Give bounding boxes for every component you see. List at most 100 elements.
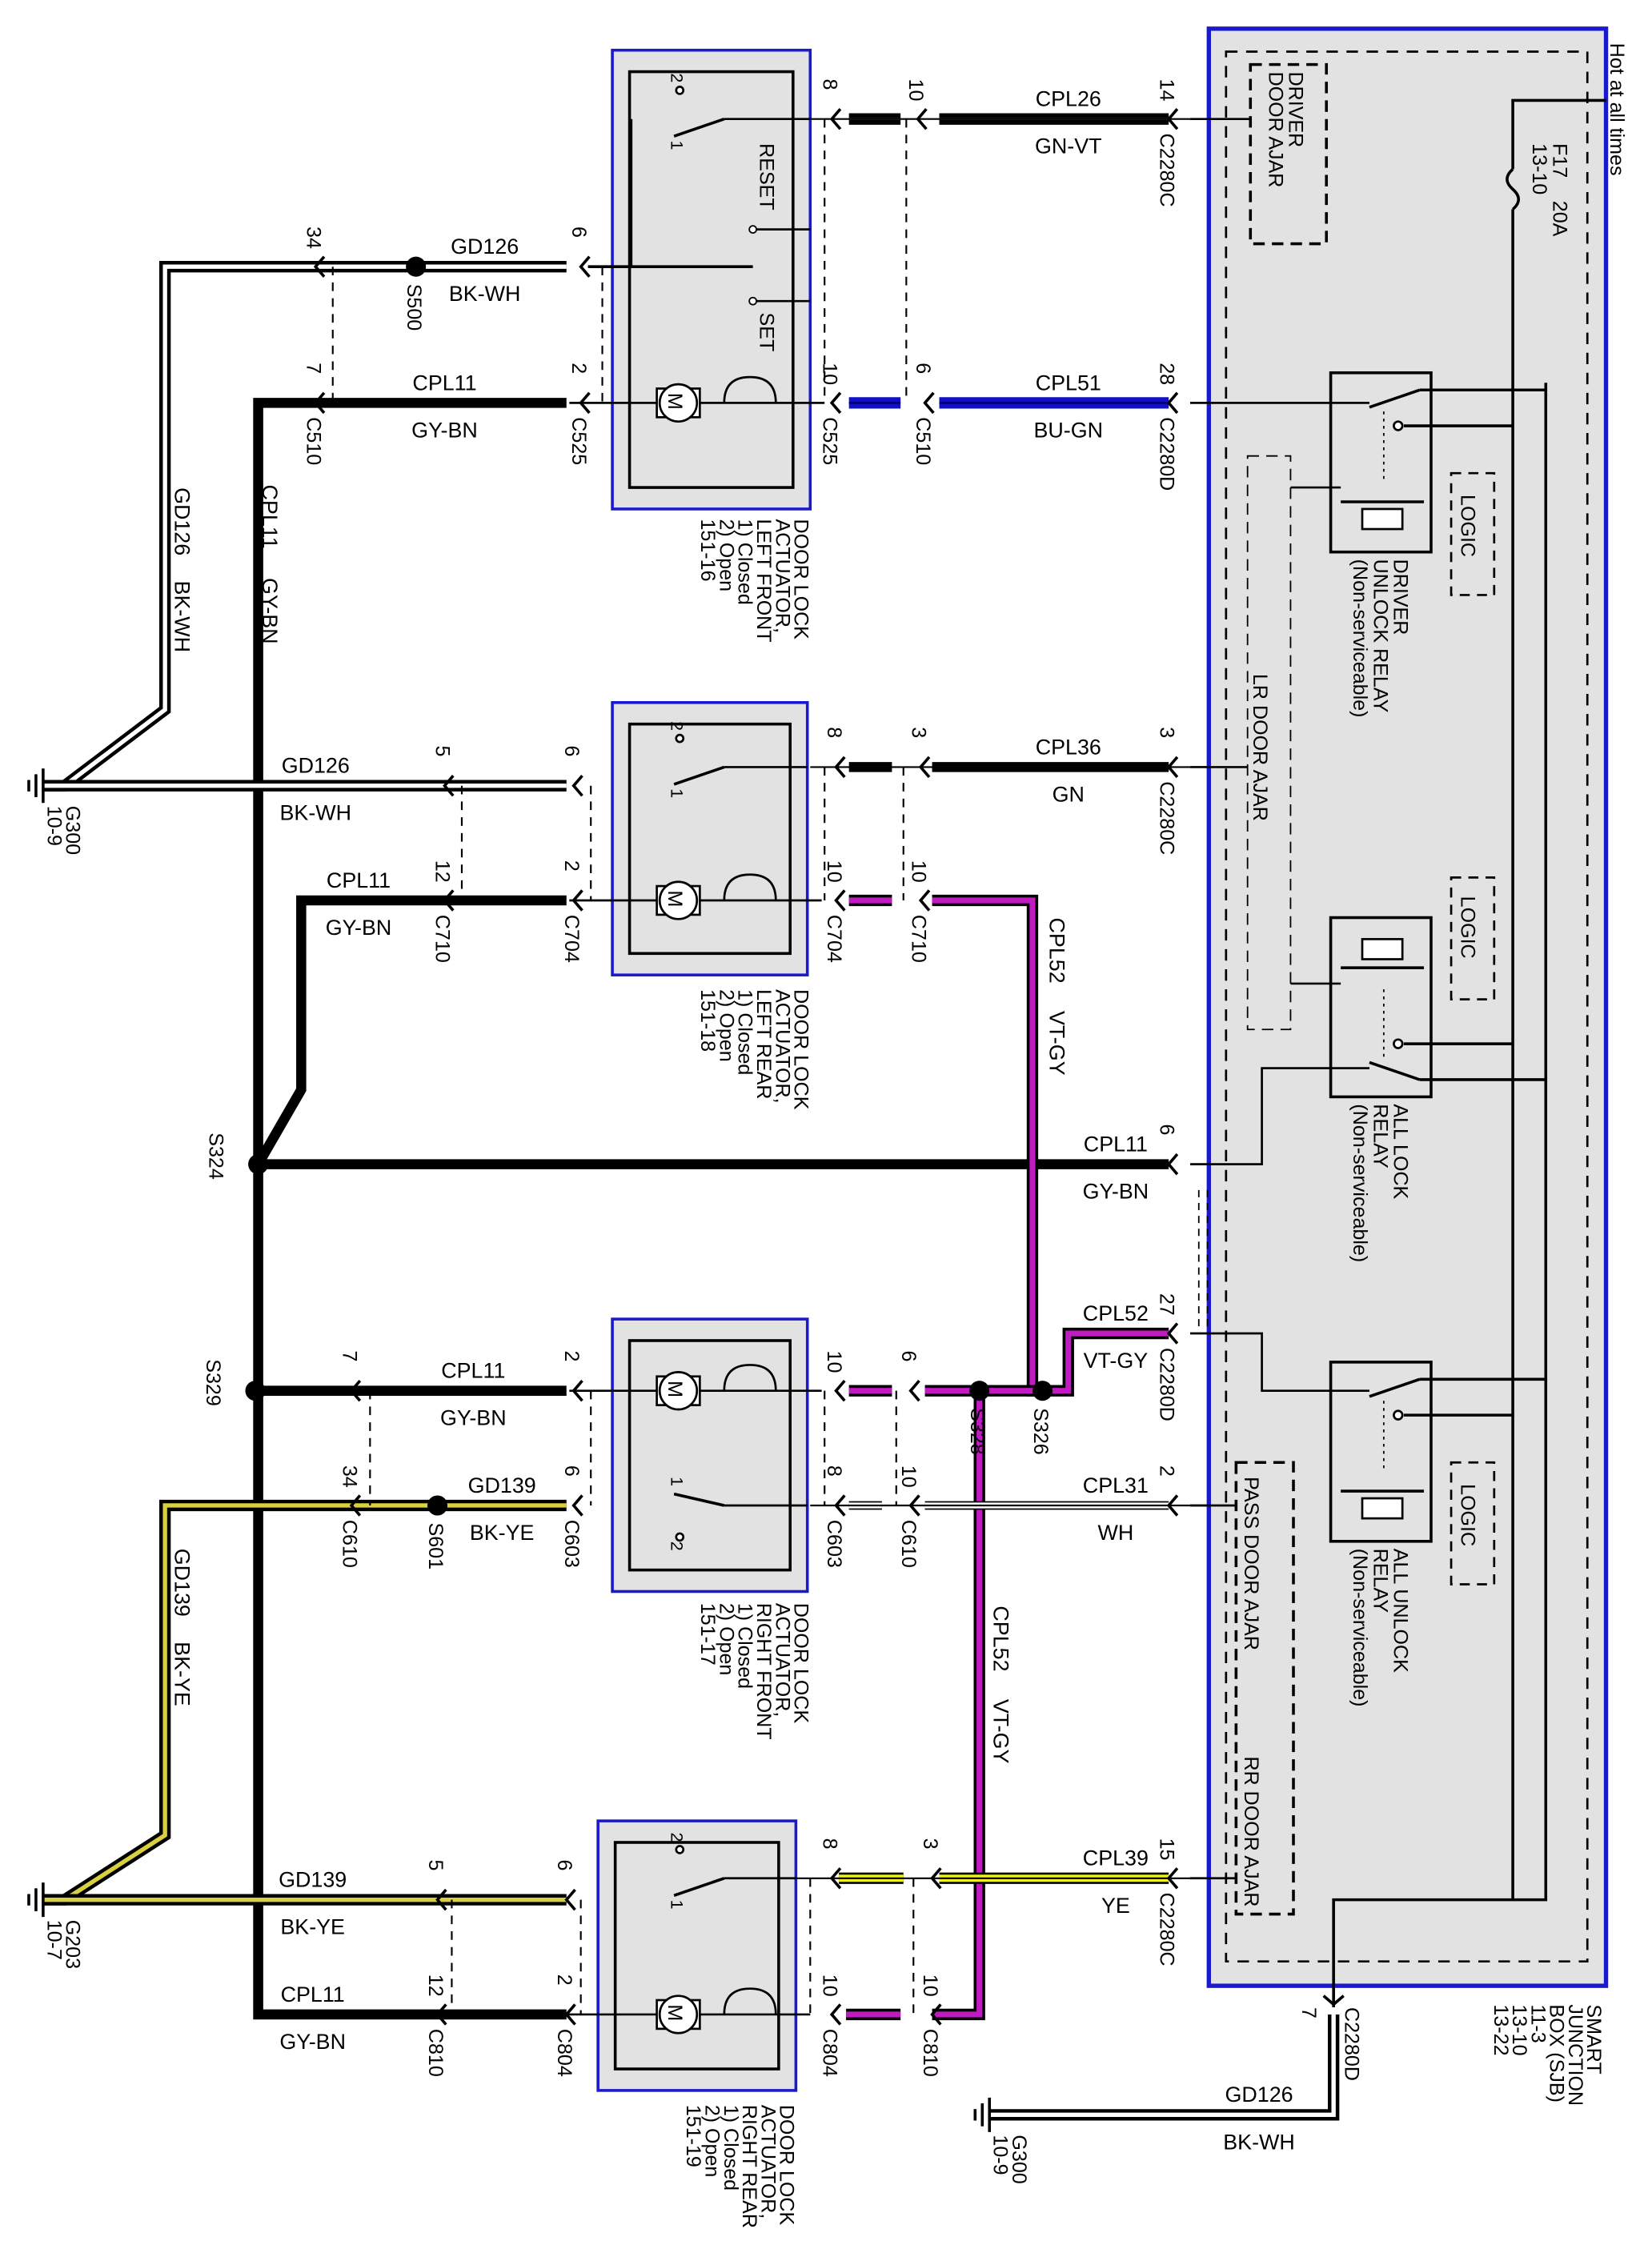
connector-pin-icon (579, 255, 591, 278)
sjb-label: BOX (SJB) (1546, 2004, 1568, 2103)
switch-pin-label: 1 (668, 141, 687, 150)
connector-id: C804 (553, 2029, 575, 2077)
sjb-internal-line (1190, 1332, 1369, 1393)
wire-circuit-label: CPL52 (1083, 1301, 1149, 1325)
wire-circuit-label: CPL11 (281, 1982, 345, 2006)
relay-common-rail (1332, 383, 1548, 2007)
pin-number: 2 (1155, 1465, 1177, 1477)
pin-number: 3 (907, 727, 929, 738)
actuator-inner-frame (613, 1841, 780, 2071)
splice-point (1032, 1381, 1053, 1401)
actuator-label: 151-18 (696, 989, 719, 1052)
switch-pin-label: 2 (668, 1541, 687, 1551)
actuator-switch-icon (673, 1877, 725, 1897)
wire-circuit-label: CPL31 (1083, 1473, 1149, 1497)
splice-point (427, 1495, 448, 1516)
connector-id: C810 (424, 2029, 447, 2077)
actuator-label: LEFT FRONT (752, 519, 775, 642)
connector-pin-icon (834, 1494, 846, 1517)
connector-pin-icon (918, 889, 931, 912)
connector-id: C2280C (1155, 781, 1177, 855)
pass-rr-door-ajar-box (1234, 1461, 1295, 1916)
relay-label: RELAY (1369, 1104, 1391, 1169)
actuator-label: 1) Closed (734, 1603, 756, 1689)
wire-color-label: BK-YE (470, 1521, 535, 1545)
connector-pin-icon (834, 889, 846, 912)
splice-label: S500 (403, 284, 425, 331)
switch-contact-icon (675, 1532, 685, 1542)
switch-pin-label: 1 (668, 1900, 687, 1910)
wire-circuit-label: CPL52 (1045, 918, 1069, 984)
actuator-label: 2) Open (701, 2105, 724, 2178)
splice-point (248, 1154, 269, 1175)
actuator-label: 2) Open (715, 1603, 737, 1676)
connector-id: C2280D (1155, 1348, 1177, 1421)
logic-label: LOGIC (1457, 896, 1479, 959)
connector-pin-icon (1166, 1153, 1179, 1176)
wire-color-label: VT-GY (1045, 1011, 1069, 1076)
actuator-label: LEFT REAR (752, 989, 775, 1099)
wire-stripe (932, 1390, 983, 2018)
wire-color-label: GY-BN (440, 1406, 507, 1430)
connector-id: C610 (897, 1520, 920, 1568)
wire-circuit-label: GD126 (451, 235, 519, 259)
wire-circuit-label: CPL36 (1036, 735, 1101, 759)
pin-number: 27 (1155, 1293, 1177, 1316)
smart-junction-box (1206, 26, 1609, 1988)
connector-pin-icon (564, 2003, 576, 2026)
connector-id: C2280D (1340, 2007, 1362, 2081)
logic-label: LOGIC (1457, 1484, 1479, 1546)
connector-pin-icon (834, 756, 846, 779)
connector-id: C510 (912, 417, 934, 465)
connector-pin-icon (443, 889, 455, 912)
wire-circuit-label: GD126 (282, 754, 350, 778)
wire (932, 894, 1043, 1397)
wire-circuit-label: GD139 (170, 1549, 194, 1617)
pin-number: 10 (919, 1974, 941, 1997)
sjb-label: JUNCTION (1564, 2004, 1586, 2106)
pin-number: 2 (567, 363, 590, 374)
wire-color-label: BU-GN (1033, 418, 1103, 442)
relay-label: DRIVER (1389, 559, 1411, 635)
wire-color-label: GY-BN (258, 578, 282, 644)
wire-circuit-label: CPL52 (989, 1606, 1013, 1671)
wire-color-label: GY-BN (279, 2030, 346, 2054)
pass-door-ajar-label: PASS DOOR AJAR (1240, 1477, 1262, 1650)
connector-pin-icon (930, 2003, 942, 2026)
actuator-label: ACTUATOR, (771, 1603, 793, 1718)
switch-pin-label: 1 (668, 1477, 687, 1486)
switch-pin-label: 2 (668, 721, 687, 731)
wire (42, 1499, 567, 1906)
actuator-switch-icon (673, 1492, 725, 1507)
power-feed (1511, 98, 1606, 170)
wire-circuit-label: GD139 (468, 1473, 536, 1497)
ground-ref: 10-9 (42, 806, 65, 846)
connector-id: C610 (338, 1520, 360, 1568)
pin-number: 7 (338, 1351, 360, 1362)
connector-pin-icon (435, 2003, 447, 2026)
wire-circuit-label: CPL11 (327, 868, 391, 892)
pin-number: 6 (897, 1351, 920, 1362)
wire-circuit-label: CPL11 (258, 485, 282, 549)
connector-id: C710 (907, 915, 929, 963)
motor-icon (658, 1371, 699, 1411)
actuator-label: DOOR LOCK (790, 989, 812, 1110)
actuator-inner-frame (628, 70, 795, 489)
door-lock-actuator (611, 1317, 809, 1594)
wire-circuit-label: CPL26 (1036, 87, 1101, 111)
pin-number: 10 (904, 79, 927, 102)
relay-label: (Non-serviceable) (1349, 1549, 1371, 1707)
connector-pin-icon (829, 1867, 842, 1890)
actuator-label: DOOR LOCK (776, 2105, 798, 2226)
actuator-label: 1) Closed (734, 989, 756, 1075)
relay-box (1329, 916, 1433, 1099)
relay-label: ALL UNLOCK (1389, 1549, 1411, 1673)
connector-pin-icon (1166, 756, 1179, 779)
lr-door-ajar-label: LR DOOR AJAR (1249, 674, 1271, 821)
splice-label: S326 (1029, 1408, 1052, 1455)
ground-id: G300 (62, 806, 84, 855)
door-lock-actuator (611, 701, 809, 976)
driver-door-ajar-box (1249, 62, 1328, 246)
motor-label: M (664, 393, 686, 410)
relay-label: (Non-serviceable) (1349, 559, 1371, 718)
